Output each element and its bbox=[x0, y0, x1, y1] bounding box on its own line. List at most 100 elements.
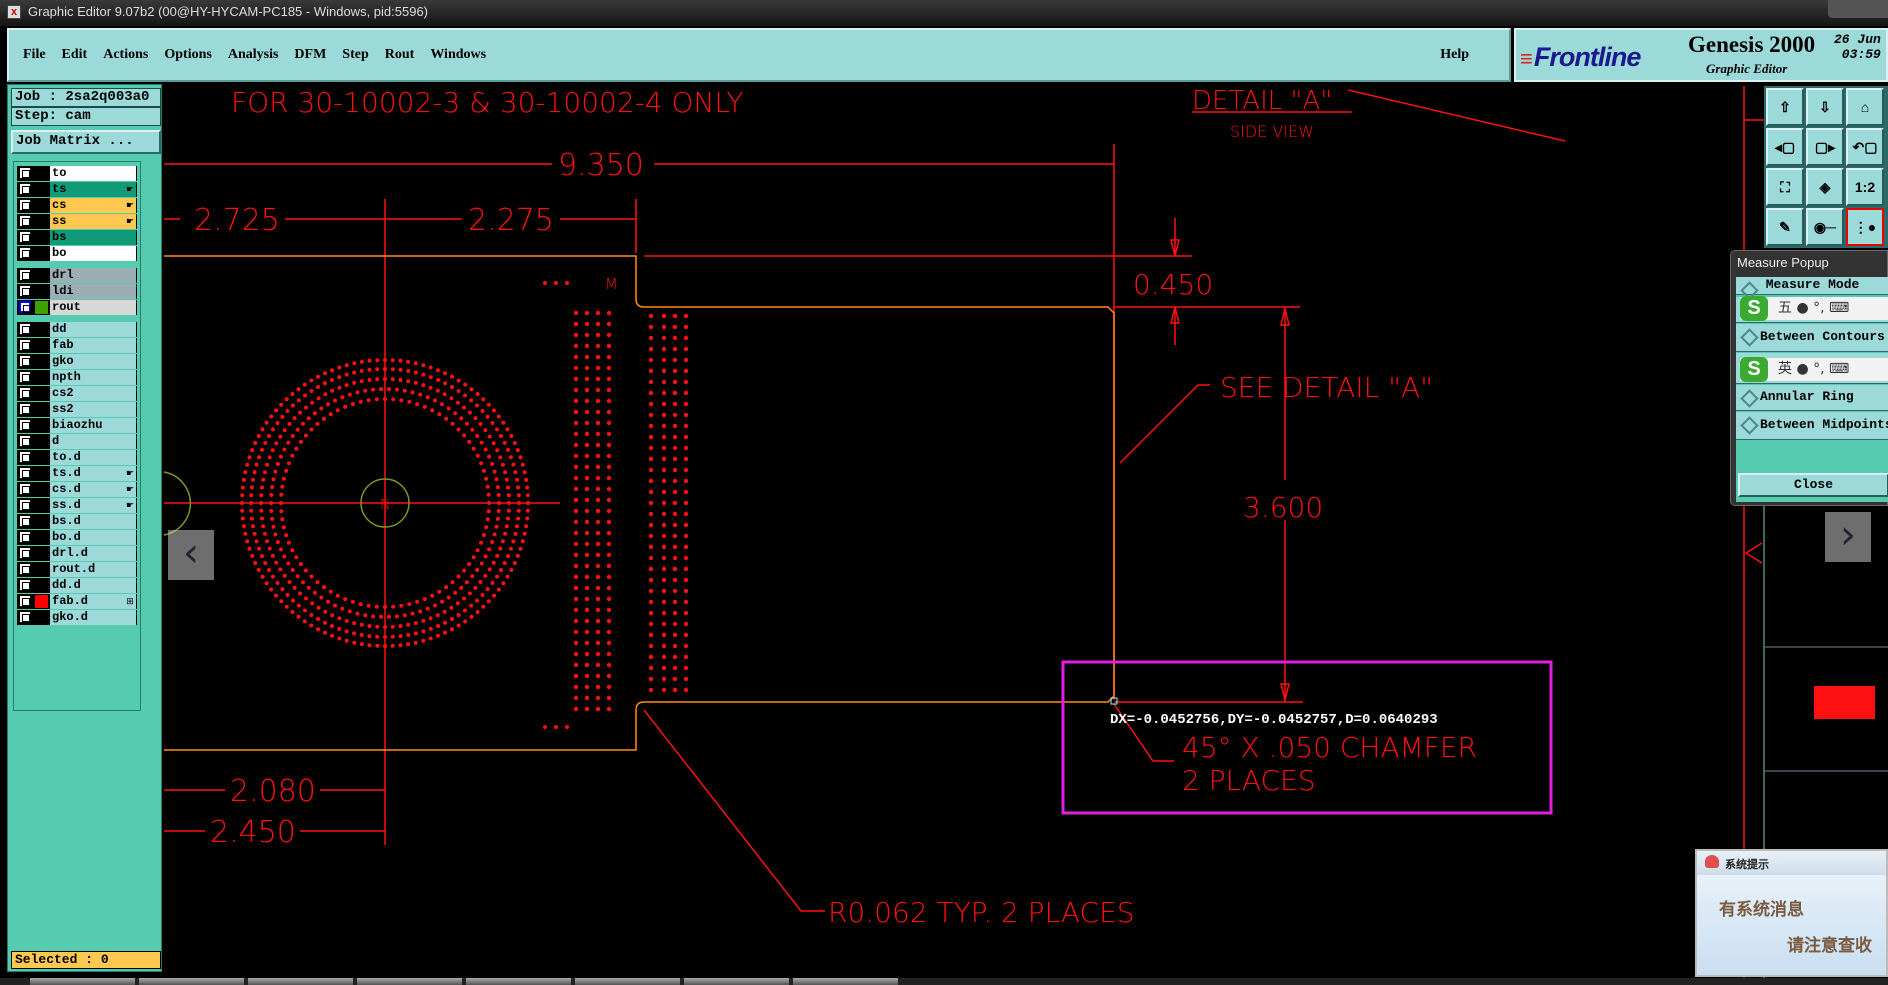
menu-rout[interactable]: Rout bbox=[384, 47, 415, 62]
window-controls[interactable] bbox=[1828, 0, 1888, 18]
menu-analysis[interactable]: Analysis bbox=[227, 47, 279, 62]
layer-row[interactable]: dd.d bbox=[17, 578, 137, 593]
taskbar-item[interactable] bbox=[466, 978, 571, 985]
layer-checkbox[interactable] bbox=[19, 339, 31, 351]
layer-name[interactable]: ts.d bbox=[50, 466, 124, 481]
layer-row[interactable]: rout.d bbox=[17, 562, 137, 577]
move-down-icon[interactable]: ⇩ bbox=[1806, 88, 1844, 126]
layer-checkbox[interactable] bbox=[19, 419, 31, 431]
layer-checkbox[interactable] bbox=[19, 199, 31, 211]
undo-view-icon[interactable]: ↶▢ bbox=[1846, 128, 1884, 166]
layer-name[interactable]: fab.d bbox=[50, 594, 124, 609]
layer-name[interactable]: to bbox=[50, 166, 124, 181]
layer-name[interactable]: bs.d bbox=[50, 514, 124, 529]
pan-left-icon[interactable]: ◂▢ bbox=[1766, 128, 1804, 166]
layer-name[interactable]: rout.d bbox=[50, 562, 124, 577]
menu-step[interactable]: Step bbox=[342, 47, 369, 62]
layer-row[interactable]: ss☛ bbox=[17, 214, 137, 229]
layer-row[interactable]: gko.d bbox=[17, 610, 137, 625]
layer-name[interactable]: fab bbox=[50, 338, 124, 353]
layer-checkbox[interactable] bbox=[19, 301, 31, 313]
layer-row[interactable]: npth bbox=[17, 370, 137, 385]
layer-name[interactable]: dd bbox=[50, 322, 124, 337]
layer-checkbox[interactable] bbox=[19, 499, 31, 511]
layer-row[interactable]: bo bbox=[17, 246, 137, 261]
layer-name[interactable]: bo.d bbox=[50, 530, 124, 545]
layer-name[interactable]: drl bbox=[50, 268, 124, 283]
layer-row[interactable]: rout bbox=[17, 300, 137, 315]
layer-name[interactable]: bo bbox=[50, 246, 124, 261]
layer-checkbox[interactable] bbox=[19, 579, 31, 591]
move-up-icon[interactable]: ⇧ bbox=[1766, 88, 1804, 126]
layer-name[interactable]: rout bbox=[50, 300, 124, 315]
prev-arrow-overlay[interactable]: ‹ bbox=[168, 530, 214, 580]
taskbar-item[interactable] bbox=[357, 978, 462, 985]
taskbar-item[interactable] bbox=[248, 978, 353, 985]
layer-colors-icon[interactable]: ⋮● bbox=[1846, 208, 1884, 246]
taskbar-item[interactable] bbox=[793, 978, 898, 985]
layer-checkbox[interactable] bbox=[19, 451, 31, 463]
menu-actions[interactable]: Actions bbox=[103, 47, 149, 62]
layer-row[interactable]: bo.d bbox=[17, 530, 137, 545]
layer-row[interactable]: bs.d bbox=[17, 514, 137, 529]
close-button[interactable]: Close bbox=[1738, 473, 1888, 497]
layer-row[interactable]: to bbox=[17, 166, 137, 181]
layer-checkbox[interactable] bbox=[19, 371, 31, 383]
layer-row[interactable]: d bbox=[17, 434, 137, 449]
layer-checkbox[interactable] bbox=[19, 183, 31, 195]
layer-checkbox[interactable] bbox=[19, 247, 31, 259]
layer-checkbox[interactable] bbox=[19, 215, 31, 227]
layer-checkbox[interactable] bbox=[19, 611, 31, 623]
layer-name[interactable]: to.d bbox=[50, 450, 124, 465]
menu-help[interactable]: Help bbox=[1440, 47, 1469, 62]
layer-name[interactable]: d bbox=[50, 434, 124, 449]
layer-row[interactable]: cs☛ bbox=[17, 198, 137, 213]
layer-row[interactable]: drl.d bbox=[17, 546, 137, 561]
layer-row[interactable]: fab.d⊞ bbox=[17, 594, 137, 609]
layer-name[interactable]: ldi bbox=[50, 284, 124, 299]
taskbar-item[interactable] bbox=[575, 978, 680, 985]
menu-options[interactable]: Options bbox=[164, 47, 212, 62]
layer-checkbox[interactable] bbox=[19, 531, 31, 543]
taskbar-item[interactable] bbox=[139, 978, 244, 985]
layer-checkbox[interactable] bbox=[19, 285, 31, 297]
home-icon[interactable]: ⌂ bbox=[1846, 88, 1884, 126]
layer-row[interactable]: ss2 bbox=[17, 402, 137, 417]
layer-checkbox[interactable] bbox=[19, 167, 31, 179]
zoom-fit-icon[interactable]: ⛶ bbox=[1766, 168, 1804, 206]
layer-name[interactable]: gko.d bbox=[50, 610, 124, 625]
tools-icon[interactable]: ✎ bbox=[1766, 208, 1804, 246]
next-arrow-overlay[interactable]: › bbox=[1825, 512, 1871, 562]
layer-name[interactable]: ts bbox=[50, 182, 124, 197]
layer-row[interactable]: ts.d☛ bbox=[17, 466, 137, 481]
layer-checkbox[interactable] bbox=[19, 483, 31, 495]
layer-row[interactable]: biaozhu bbox=[17, 418, 137, 433]
menu-windows[interactable]: Windows bbox=[430, 47, 487, 62]
layer-checkbox[interactable] bbox=[19, 515, 31, 527]
layer-name[interactable]: cs.d bbox=[50, 482, 124, 497]
pan-right-icon[interactable]: ▢▸ bbox=[1806, 128, 1844, 166]
menu-file[interactable]: File bbox=[23, 47, 46, 62]
layer-checkbox[interactable] bbox=[19, 403, 31, 415]
layer-checkbox[interactable] bbox=[19, 323, 31, 335]
layer-checkbox[interactable] bbox=[19, 231, 31, 243]
zoom-center-icon[interactable]: ◈ bbox=[1806, 168, 1844, 206]
layer-name[interactable]: bs bbox=[50, 230, 124, 245]
job-matrix-button[interactable]: Job Matrix ... bbox=[11, 130, 161, 154]
layer-row[interactable]: to.d bbox=[17, 450, 137, 465]
layer-row[interactable]: drl bbox=[17, 268, 137, 283]
measure-between-contours[interactable]: Between Contours bbox=[1736, 324, 1888, 352]
layer-row[interactable]: ts☛ bbox=[17, 182, 137, 197]
layer-name[interactable]: drl.d bbox=[50, 546, 124, 561]
menu-edit[interactable]: Edit bbox=[61, 47, 88, 62]
layer-checkbox[interactable] bbox=[19, 269, 31, 281]
layer-checkbox[interactable] bbox=[19, 467, 31, 479]
layer-checkbox[interactable] bbox=[19, 563, 31, 575]
system-notification[interactable]: 系统提示 有系统消息 请注意查收 bbox=[1695, 849, 1888, 977]
layer-name[interactable]: dd.d bbox=[50, 578, 124, 593]
layer-checkbox[interactable] bbox=[19, 435, 31, 447]
layer-checkbox[interactable] bbox=[19, 387, 31, 399]
layer-row[interactable]: gko bbox=[17, 354, 137, 369]
